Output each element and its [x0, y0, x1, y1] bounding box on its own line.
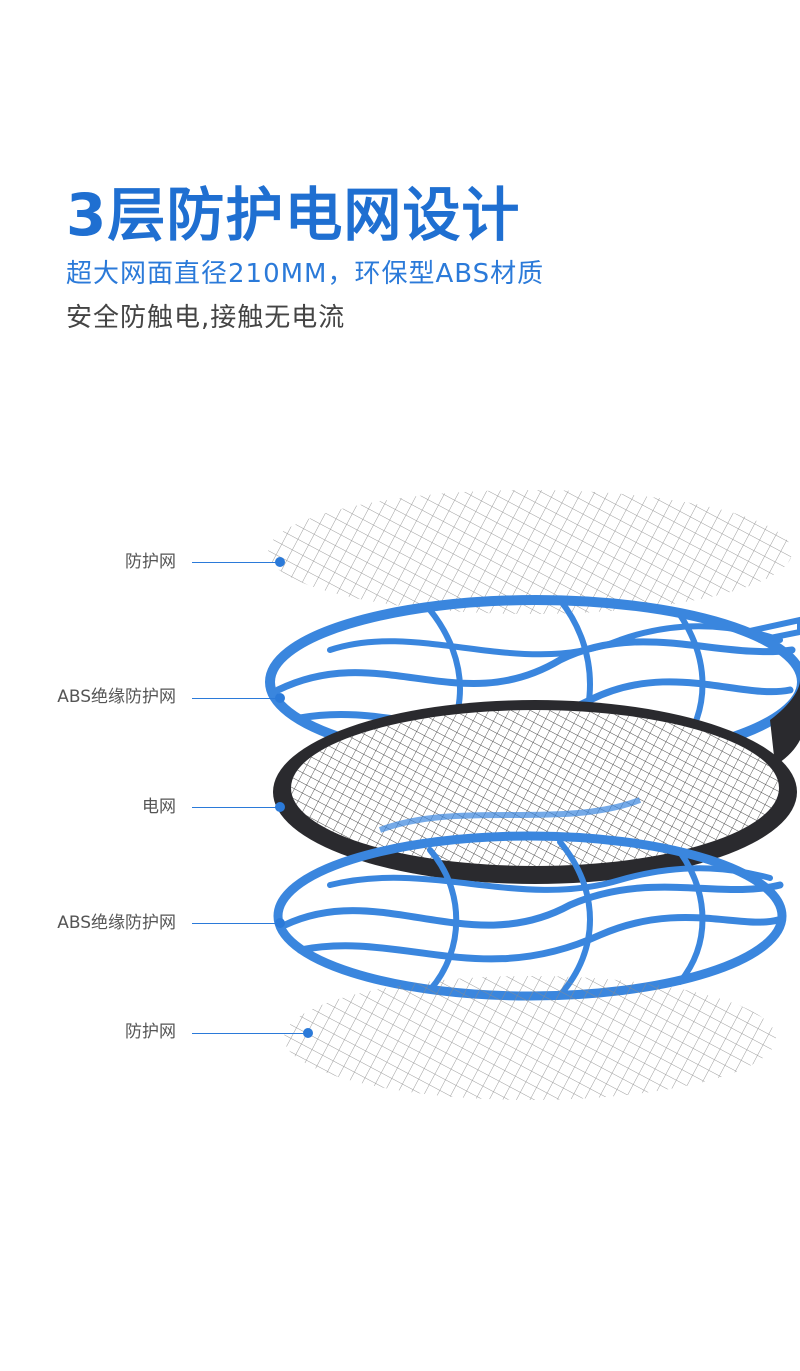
callout-dot: [275, 802, 285, 812]
page-tagline: 安全防触电,接触无电流: [66, 303, 346, 333]
label-bottom-protective-mesh: 防护网: [125, 1022, 176, 1042]
label-electric-mesh: 电网: [142, 797, 176, 817]
callout-dot: [275, 918, 285, 928]
callout-dot: [275, 693, 285, 703]
electric-mesh: [273, 680, 800, 884]
page-subtitle: 超大网面直径210MM，环保型ABS材质: [66, 259, 545, 289]
label-top-protective-mesh: 防护网: [125, 552, 176, 572]
leader-line: [192, 807, 280, 808]
callout-dot: [275, 557, 285, 567]
bottom-protective-mesh: [284, 976, 776, 1100]
page-title: 3层防护电网设计: [66, 181, 521, 249]
label-top-abs-guard: ABS绝缘防护网: [57, 687, 176, 707]
callout-dot: [303, 1028, 313, 1038]
headline-block: 3层防护电网设计 超大网面直径210MM，环保型ABS材质 安全防触电,接触无电…: [66, 178, 544, 338]
label-bottom-abs-guard: ABS绝缘防护网: [57, 913, 176, 933]
leader-line: [192, 562, 280, 563]
leader-line: [192, 923, 280, 924]
leader-line: [192, 698, 280, 699]
top-protective-mesh: [268, 490, 792, 614]
leader-line: [192, 1033, 308, 1034]
